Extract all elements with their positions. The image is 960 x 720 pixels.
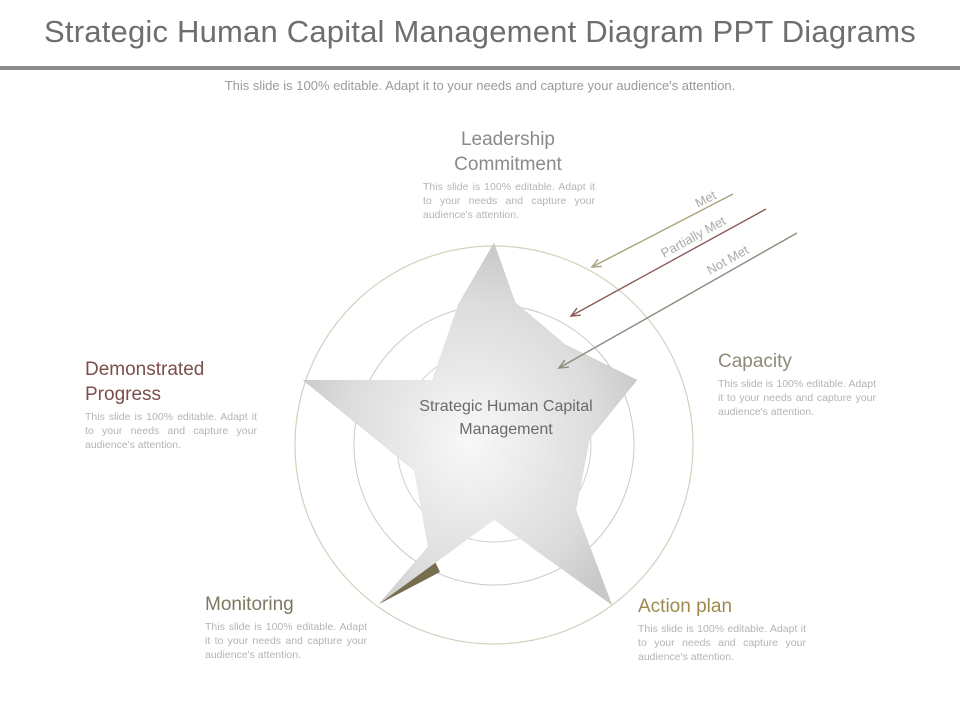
point-description: This slide is 100% editable. Adapt it to…: [423, 181, 595, 221]
status-arrow-line: [570, 208, 767, 317]
point-heading: Demonstrated Progress: [85, 359, 205, 405]
point-demonstrated-progress: Demonstrated Progress This slide is 100%…: [85, 357, 257, 452]
slide-subtitle: This slide is 100% editable. Adapt it to…: [224, 78, 736, 93]
status-arrow-label: Partially Met: [658, 213, 728, 261]
status-arrow-line: [591, 193, 734, 268]
point-heading: Action plan: [638, 596, 733, 617]
title-divider: [0, 66, 960, 70]
point-description: This slide is 100% editable. Adapt it to…: [85, 411, 257, 451]
point-leadership-commitment: Leadership Commitment This slide is 100%…: [408, 127, 608, 222]
star-core: [303, 243, 637, 605]
center-label: Strategic Human Capital Management: [419, 398, 593, 438]
status-arrowhead: [557, 359, 569, 369]
point-capacity: Capacity This slide is 100% editable. Ad…: [718, 349, 876, 419]
point-description: This slide is 100% editable. Adapt it to…: [205, 621, 367, 661]
status-arrow-label: Met: [692, 187, 718, 210]
point-heading: Leadership Commitment: [454, 129, 562, 175]
point-heading: Capacity: [718, 351, 792, 372]
point-heading: Monitoring: [205, 594, 294, 615]
point-monitoring: Monitoring This slide is 100% editable. …: [205, 592, 367, 662]
point-action-plan: Action plan This slide is 100% editable.…: [638, 594, 806, 664]
status-arrowhead: [569, 307, 581, 317]
point-description: This slide is 100% editable. Adapt it to…: [638, 623, 806, 663]
slide-title: Strategic Human Capital Management Diagr…: [44, 14, 916, 49]
status-arrow-line: [558, 232, 798, 369]
status-arrowhead: [590, 258, 602, 268]
point-description: This slide is 100% editable. Adapt it to…: [718, 378, 876, 418]
